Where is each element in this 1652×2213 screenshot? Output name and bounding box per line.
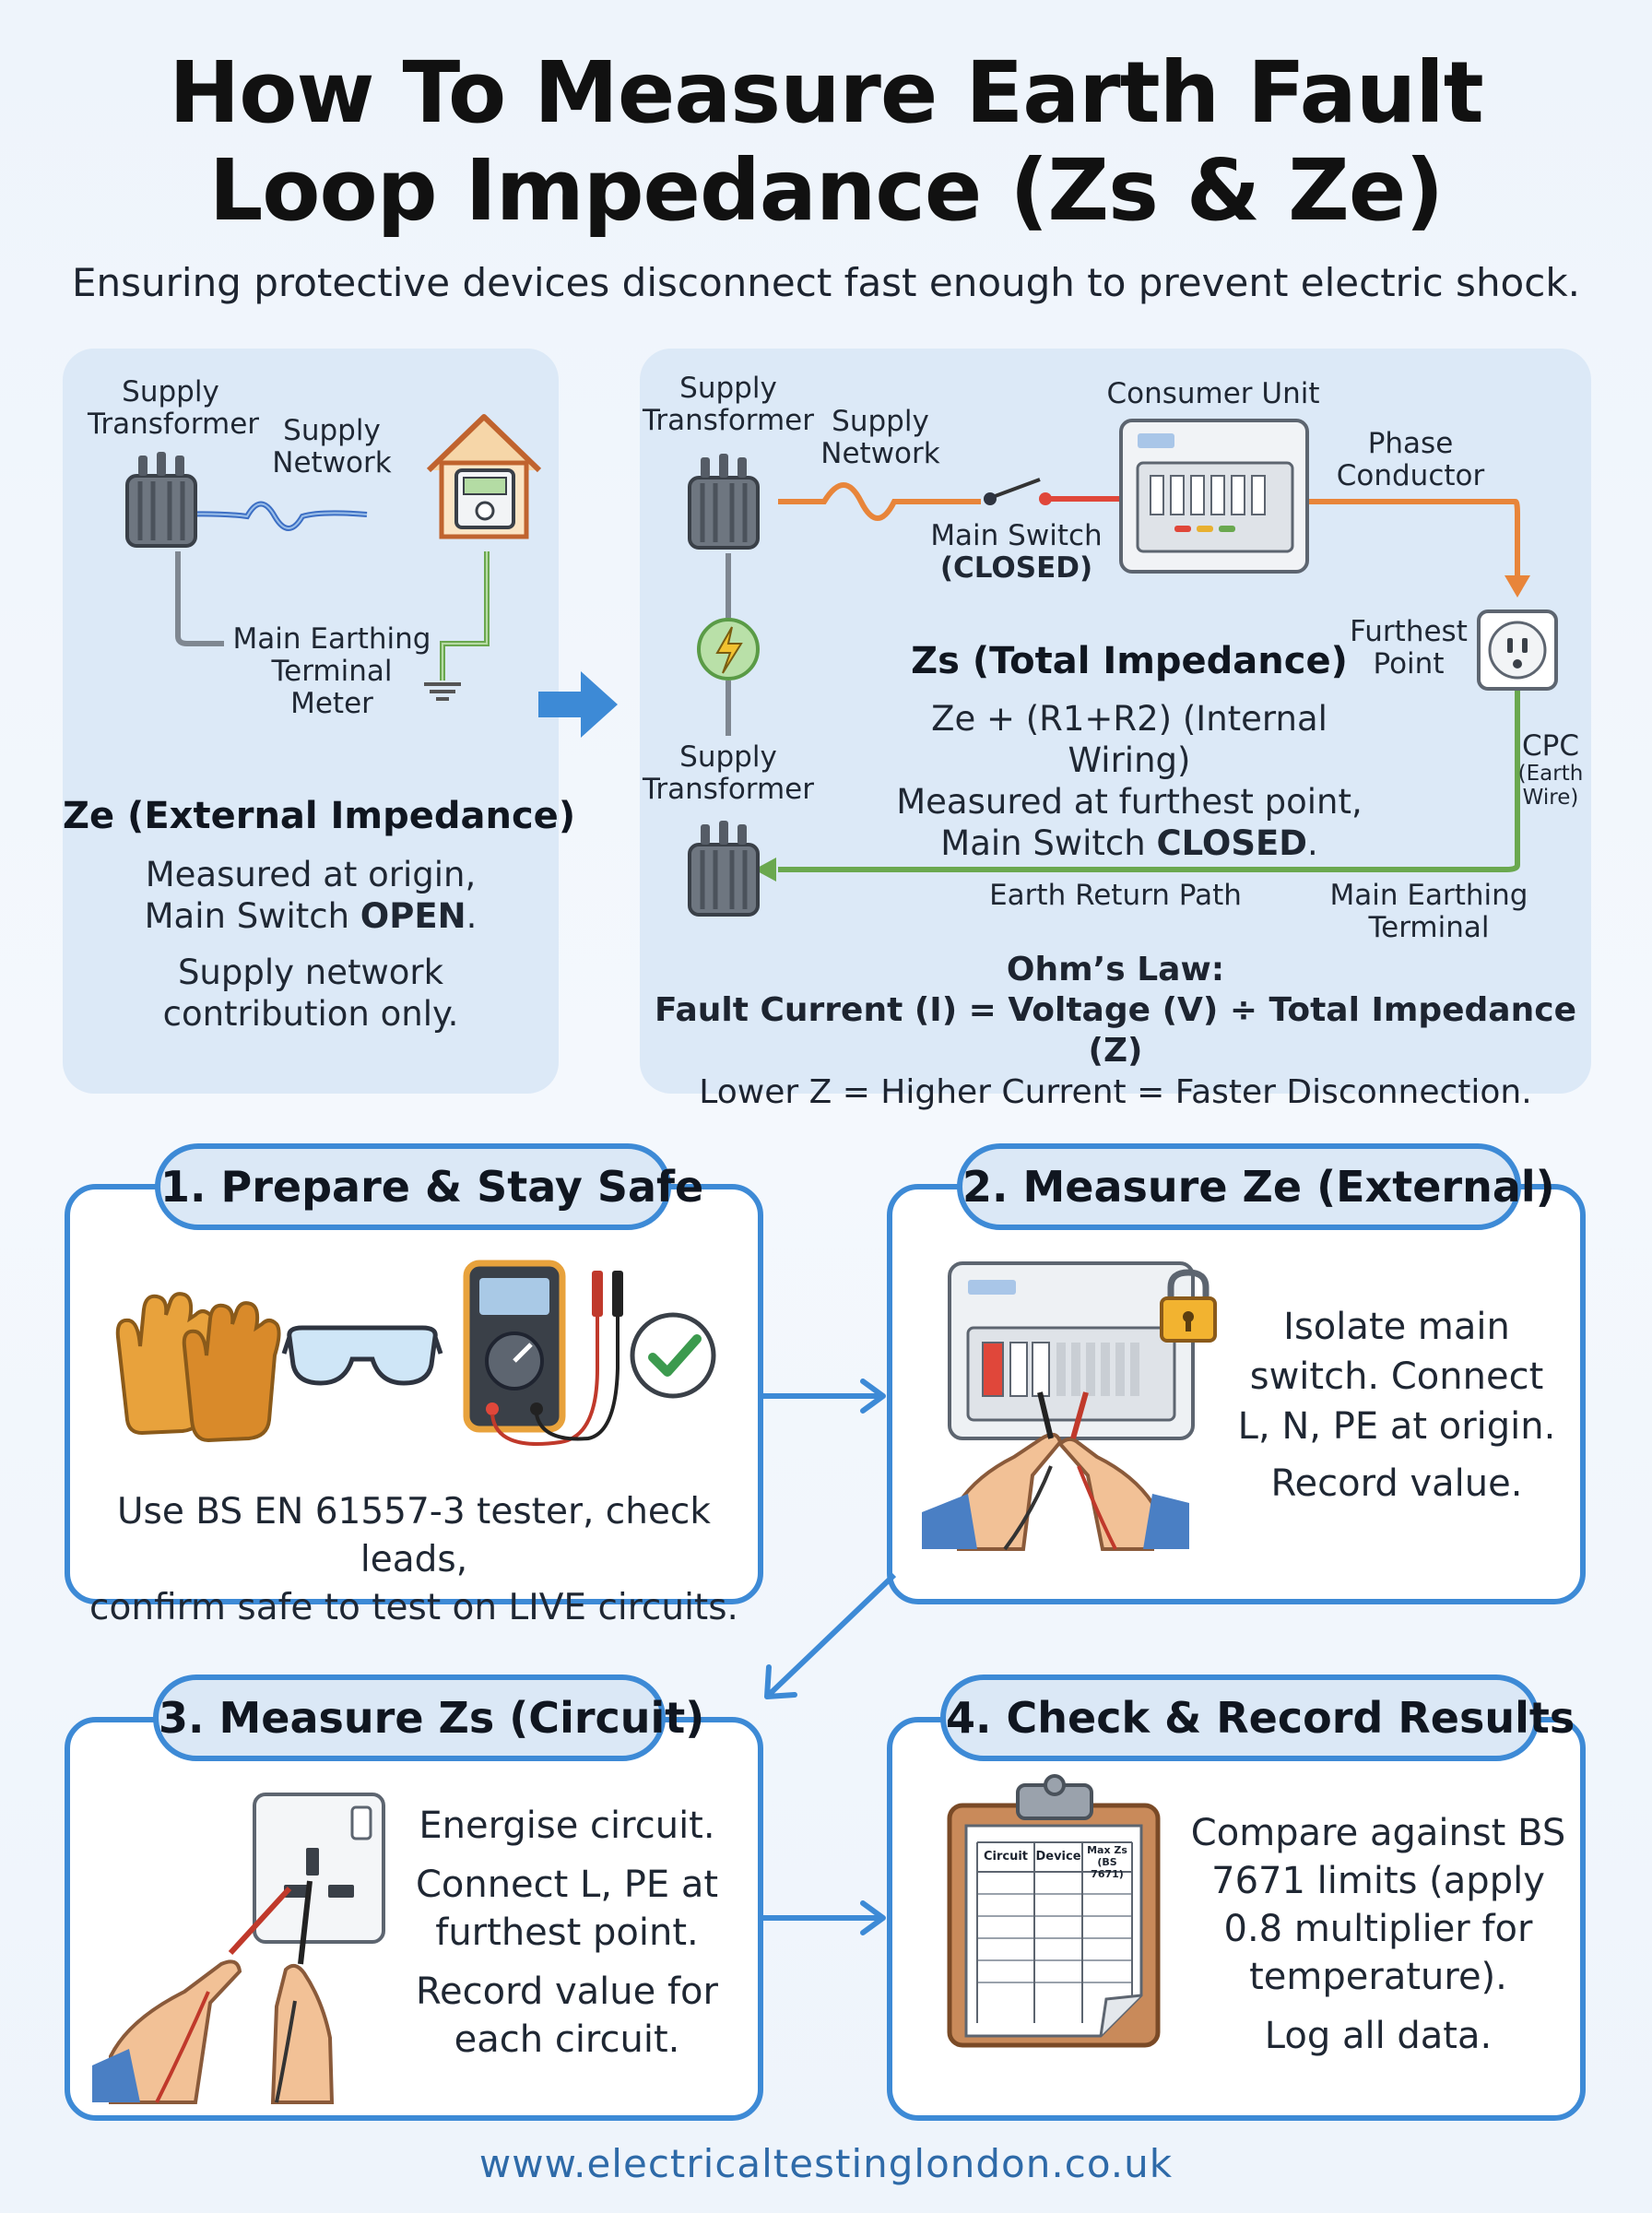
socket-icon bbox=[1477, 609, 1558, 691]
earth-return-label: Earth Return Path bbox=[989, 879, 1242, 912]
page-subtitle: Ensuring protective devices disconnect f… bbox=[71, 260, 1581, 305]
zs-circuit-diagram bbox=[697, 478, 1530, 882]
clipboard-col-circuit: Circuit bbox=[983, 1850, 1029, 1864]
ohms-law-formula: Fault Current (I) = Voltage (V) ÷ Total … bbox=[655, 991, 1576, 1070]
clipboard-col-max-zs: Max Zs(BS 7671) bbox=[1087, 1844, 1127, 1880]
consumer-unit-icon bbox=[1119, 419, 1309, 574]
step-3-label: 3. Measure Zs (Circuit) bbox=[153, 1675, 704, 1761]
zs-heading: Zs (Total Impedance) bbox=[911, 640, 1348, 682]
padlock-icon bbox=[1160, 1269, 1217, 1343]
main-switch-label: Main Switch(CLOSED) bbox=[930, 519, 1103, 585]
house-icon bbox=[426, 414, 542, 539]
ohms-law-heading: Ohm’s Law: bbox=[1006, 951, 1225, 988]
title-line-2: Loop Impedance (Zs & Ze) bbox=[208, 141, 1445, 240]
arrow-right-icon bbox=[538, 671, 618, 738]
step-1-label: 1. Prepare & Stay Safe bbox=[155, 1143, 703, 1230]
footer-website-link[interactable]: www.electricaltestinglondon.co.uk bbox=[478, 2141, 1174, 2186]
zs-description: Ze + (R1+R2) (Internal Wiring) Measured … bbox=[896, 699, 1363, 863]
ohms-law: Ohm’s Law: Fault Current (I) = Voltage (… bbox=[640, 950, 1591, 1114]
page-title: How To Measure Earth Fault Loop Impedanc… bbox=[0, 44, 1652, 240]
transformer-icon bbox=[688, 454, 760, 550]
zs-panel bbox=[640, 349, 1591, 1094]
step-4-label: 4. Check & Record Results bbox=[940, 1675, 1575, 1761]
title-line-1: How To Measure Earth Fault bbox=[169, 43, 1483, 142]
step-2-label: 2. Measure Ze (External) bbox=[957, 1143, 1555, 1230]
clipboard-col-device: Device bbox=[1035, 1850, 1081, 1864]
distribution-board-icon bbox=[922, 1261, 1195, 1551]
ze-heading: Ze (External Impedance) bbox=[63, 795, 576, 837]
arrow-down-left-icon bbox=[764, 1572, 897, 1699]
arrow-right-icon bbox=[763, 1379, 886, 1414]
step-3-text: Energise circuit. Connect L, PE at furth… bbox=[415, 1805, 719, 2061]
checkmark-icon bbox=[630, 1312, 716, 1399]
ohms-law-note: Lower Z = Higher Current = Faster Discon… bbox=[699, 1073, 1532, 1111]
transformer-icon bbox=[688, 821, 760, 917]
arrow-right-icon bbox=[763, 1900, 886, 1935]
step-1-text: Use BS EN 61557-3 tester, check leads,co… bbox=[89, 1491, 738, 1628]
gloves-icon bbox=[115, 1292, 281, 1443]
multimeter-icon bbox=[463, 1260, 623, 1446]
clipboard-icon bbox=[947, 1774, 1161, 2048]
step-4-text: Compare against BS 7671 limits (apply 0.… bbox=[1190, 1812, 1566, 2057]
safety-glasses-icon bbox=[281, 1325, 443, 1386]
ze-circuit-diagram bbox=[172, 501, 490, 701]
ze-description: Measured at origin, Main Switch OPEN. Su… bbox=[144, 855, 478, 1034]
cpc-label: CPC bbox=[1522, 729, 1579, 763]
step-2-text: Isolate main switch. Connect L, N, PE at… bbox=[1237, 1306, 1556, 1505]
socket-testing-icon bbox=[92, 1793, 385, 2104]
transformer-icon bbox=[125, 452, 197, 548]
consumer-unit-label: Consumer Unit bbox=[1106, 377, 1320, 410]
